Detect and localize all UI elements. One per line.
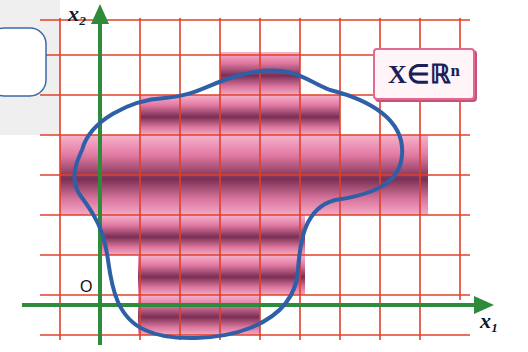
grid-lines	[40, 18, 470, 340]
side-panel	[0, 28, 46, 96]
axis-label: x₂	[68, 1, 87, 27]
origin-label: O	[80, 278, 92, 296]
axis-label: x₁	[480, 308, 499, 334]
label-box: X∈ℝⁿ	[373, 48, 475, 100]
set-notation: X∈ℝⁿ	[388, 59, 460, 90]
region-outline	[74, 71, 402, 339]
axes	[22, 4, 494, 345]
